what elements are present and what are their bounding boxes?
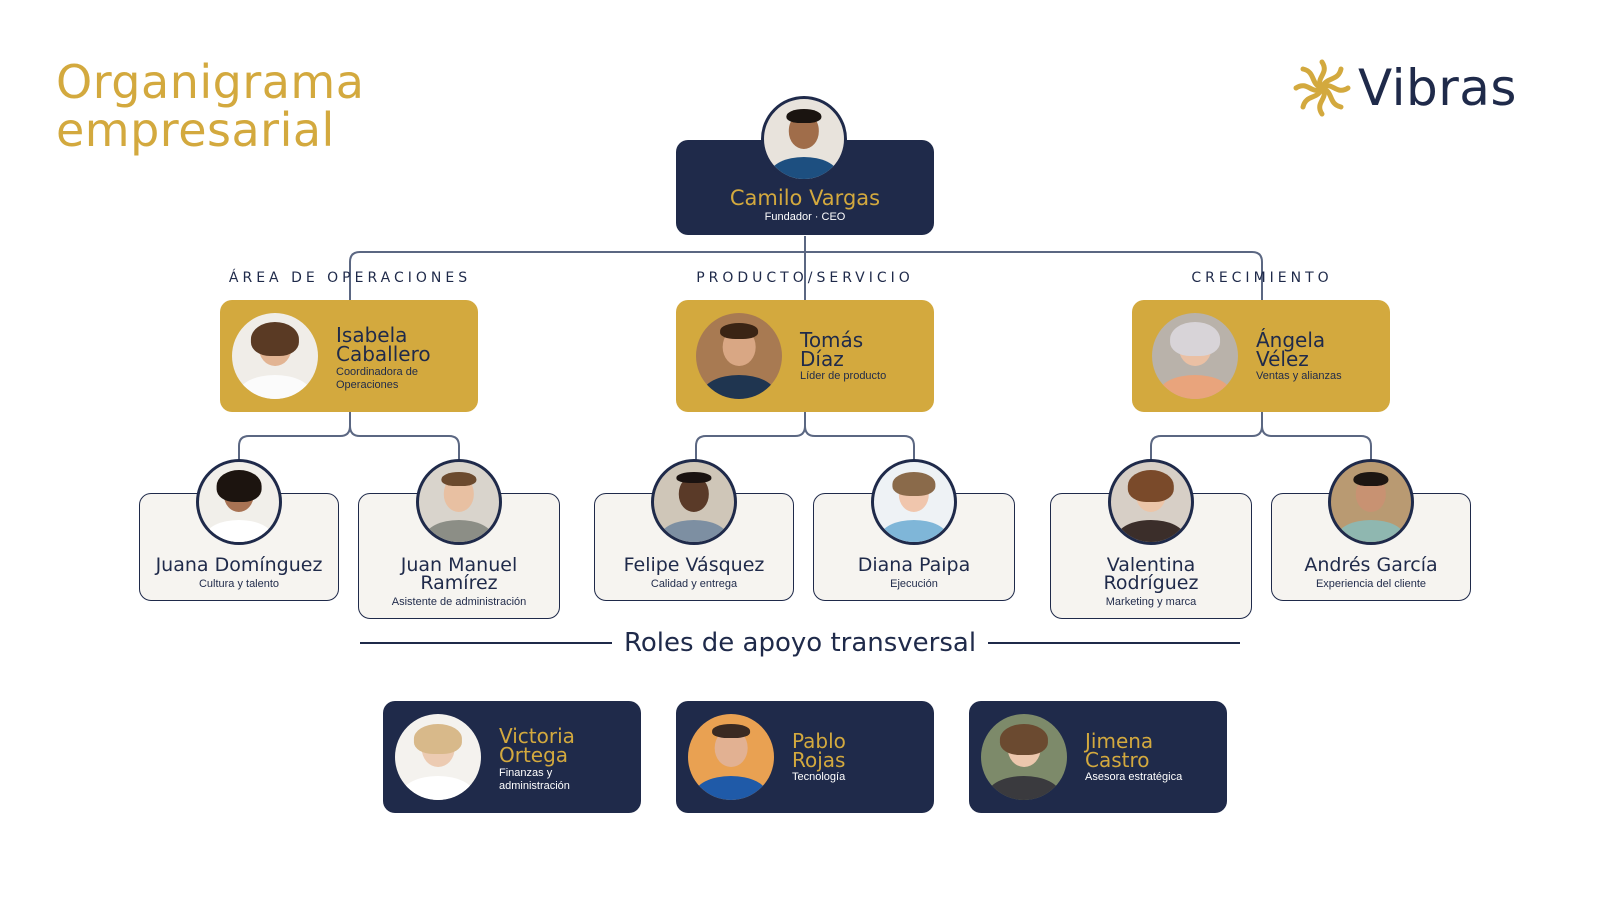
left-lead-branch — [238, 412, 460, 460]
lead-card-operaciones[interactable]: Isabela Caballero Coordinadora de Operac… — [220, 300, 478, 412]
support-avatar-jimena — [981, 714, 1067, 800]
member-name-juana: Juana Domínguez — [155, 554, 323, 576]
ceo-role: Fundador · CEO — [764, 211, 846, 223]
ceo-name: Camilo Vargas — [729, 186, 881, 210]
lead-name-producto: Tomás Díaz — [800, 328, 864, 371]
dept-label-producto: PRODUCTO/SERVICIO — [696, 270, 914, 286]
star-knot-logo-icon — [1293, 59, 1351, 117]
lead-name-crecimiento: Ángela Vélez — [1256, 328, 1326, 371]
brand-logo: Vibras — [1290, 56, 1517, 120]
support-name-jimena: Jimena Castro — [1085, 729, 1154, 772]
dept-label-operaciones: ÁREA DE OPERACIONES — [228, 270, 472, 286]
lead-card-crecimiento[interactable]: Ángela Vélez Ventas y alianzas — [1132, 300, 1390, 412]
member-role-juan-manuel: Asistente de administración — [391, 596, 527, 608]
lead-name-operaciones: Isabela Caballero — [336, 323, 431, 366]
dept-label-crecimiento: CRECIMIENTO — [1191, 270, 1333, 286]
center-lead-branch — [695, 412, 915, 460]
support-avatar-pablo — [688, 714, 774, 800]
lead-role-operaciones: Coordinadora de Operaciones — [336, 366, 418, 391]
page-title: Organigrama empresarial — [56, 58, 364, 154]
divider-right — [988, 642, 1240, 644]
member-avatar-andres — [1328, 459, 1414, 545]
ceo-avatar — [761, 96, 847, 182]
member-role-juana: Cultura y talento — [198, 578, 280, 590]
support-section-title: Roles de apoyo transversal — [623, 628, 977, 658]
member-avatar-felipe — [651, 459, 737, 545]
member-name-andres: Andrés García — [1304, 554, 1438, 576]
member-avatar-valentina — [1108, 459, 1194, 545]
member-avatar-diana — [871, 459, 957, 545]
lead-role-producto: Líder de producto — [800, 370, 887, 382]
support-card-pablo[interactable]: Pablo Rojas Tecnología — [676, 701, 934, 813]
member-role-felipe: Calidad y entrega — [650, 578, 738, 590]
support-name-victoria: Victoria Ortega — [499, 724, 575, 767]
member-avatar-juana — [196, 459, 282, 545]
member-name-valentina: Valentina Rodríguez — [1103, 554, 1199, 594]
lead-card-producto[interactable]: Tomás Díaz Líder de producto — [676, 300, 934, 412]
support-avatar-victoria — [395, 714, 481, 800]
brand-name: Vibras — [1358, 59, 1517, 117]
support-card-victoria[interactable]: Victoria Ortega Finanzas y administració… — [383, 701, 641, 813]
lead-role-crecimiento: Ventas y alianzas — [1256, 370, 1342, 382]
right-lead-branch — [1150, 412, 1372, 460]
divider-left — [360, 642, 612, 644]
lead-avatar-producto — [696, 313, 782, 399]
member-avatar-juan-manuel — [416, 459, 502, 545]
page-title-line2: empresarial — [56, 103, 335, 157]
member-role-andres: Experiencia del cliente — [1315, 578, 1427, 590]
member-card-juan-manuel[interactable]: Juan Manuel Ramírez Asistente de adminis… — [358, 493, 560, 619]
member-name-juan-manuel: Juan Manuel Ramírez — [400, 554, 518, 594]
lead-avatar-operaciones — [232, 313, 318, 399]
lead-avatar-crecimiento — [1152, 313, 1238, 399]
member-name-felipe: Felipe Vásquez — [623, 554, 765, 576]
support-role-pablo: Tecnología — [792, 771, 846, 783]
member-role-diana: Ejecución — [890, 578, 938, 590]
support-role-victoria: Finanzas y administración — [499, 767, 570, 792]
support-role-jimena: Asesora estratégica — [1085, 771, 1183, 783]
member-role-valentina: Marketing y marca — [1105, 596, 1197, 608]
support-card-jimena[interactable]: Jimena Castro Asesora estratégica — [969, 701, 1227, 813]
support-name-pablo: Pablo Rojas — [792, 729, 846, 772]
member-name-diana: Diana Paipa — [857, 554, 971, 576]
support-section-header: Roles de apoyo transversal — [360, 628, 1240, 658]
page-title-line1: Organigrama — [56, 55, 365, 109]
